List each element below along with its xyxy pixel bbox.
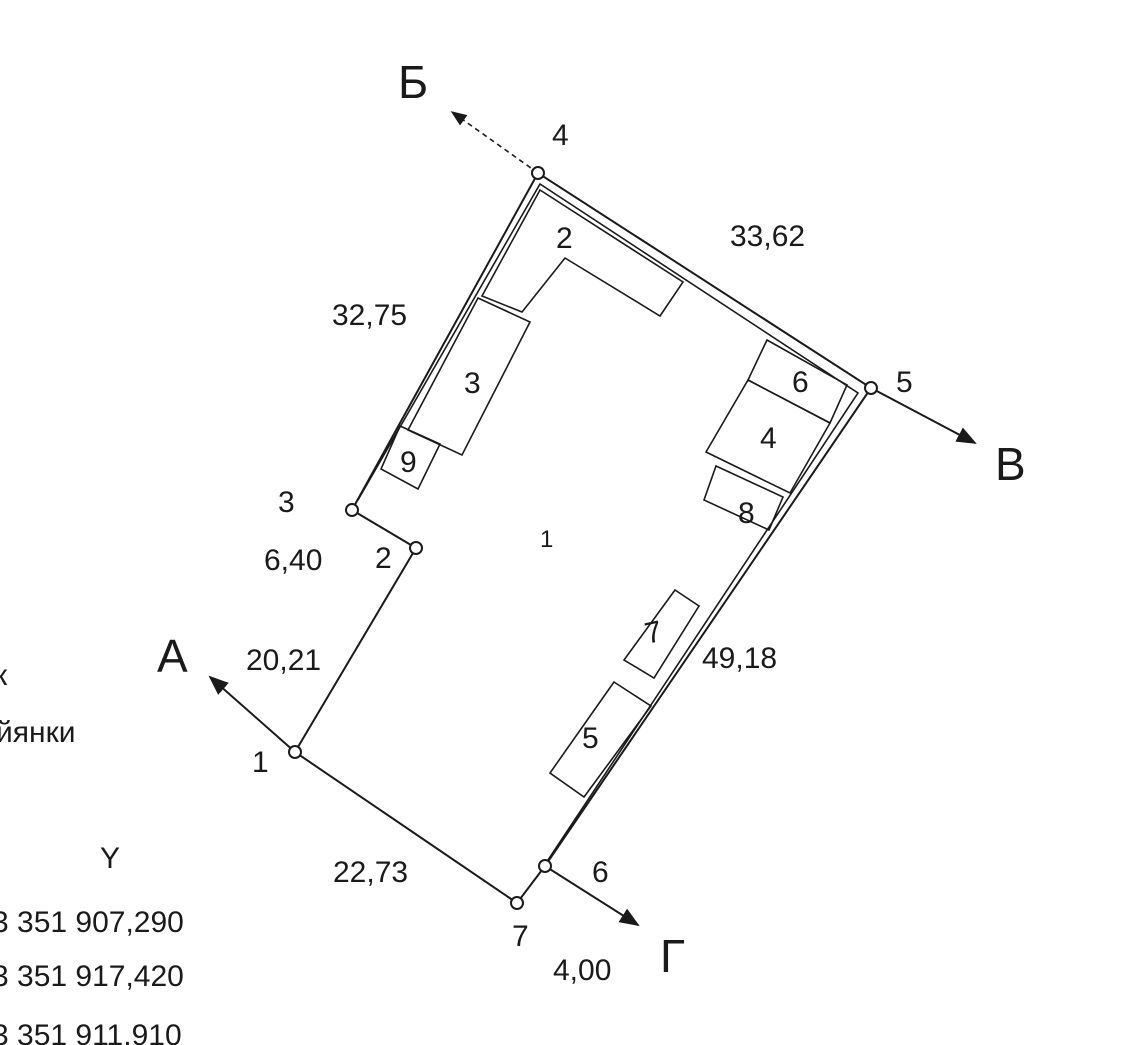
building-label-9: 9 [400, 446, 417, 479]
arrow-g [544, 865, 640, 927]
vertex-label-2: 2 [375, 542, 392, 575]
building-label-7: 7 [642, 615, 665, 651]
building-3 [406, 296, 532, 457]
fence-inner-line [357, 182, 860, 861]
vertex-label-3: 3 [278, 486, 295, 519]
vertex-point-5 [864, 381, 878, 395]
side-length-3-4: 32,75 [332, 299, 407, 332]
side-length-7-1: 22,73 [333, 856, 408, 889]
vertex-label-7: 7 [512, 920, 529, 953]
parcel-boundary [293, 171, 873, 905]
direction-label-b: Б [398, 56, 428, 108]
vertex-point-1 [288, 745, 302, 759]
building-2 [480, 188, 685, 318]
arrow-a [208, 675, 296, 753]
side-length-1-2: 20,21 [246, 644, 321, 677]
side-length-4-5: 33,62 [730, 220, 805, 253]
building-8 [703, 464, 785, 532]
coord-table-header-y: Y [100, 842, 120, 875]
coord-table-row-1: 3 351 907,290 [0, 906, 184, 939]
building-label-5: 5 [582, 722, 599, 755]
building-label-6: 6 [792, 366, 809, 399]
building-label-1: 1 [540, 526, 553, 553]
direction-label-v: В [995, 438, 1026, 490]
direction-label-g: Г [660, 930, 685, 982]
legend-fragment-line2: йянки [0, 716, 75, 749]
coord-table-row-3: 3 351 911,910 [0, 1019, 182, 1045]
arrow-b [450, 111, 539, 174]
building-9 [379, 424, 442, 491]
building-label-2: 2 [556, 222, 573, 255]
vertex-point-3 [345, 503, 359, 517]
building-4 [704, 378, 832, 495]
side-length-2-3: 6,40 [264, 544, 322, 577]
vertex-label-6: 6 [592, 856, 609, 889]
side-length-5-6: 49,18 [702, 642, 777, 675]
direction-label-a: А [157, 630, 188, 682]
coord-table-row-2: 3 351 917,420 [0, 960, 184, 993]
vertex-label-5: 5 [896, 366, 913, 399]
legend-fragment-line1: к [0, 659, 8, 692]
vertex-point-4 [531, 166, 545, 180]
vertex-point-6 [538, 859, 552, 873]
side-length-6-7: 4,00 [553, 954, 611, 987]
arrow-v [870, 387, 977, 444]
building-label-4: 4 [760, 422, 777, 455]
vertex-point-2 [409, 541, 423, 555]
vertex-point-7 [510, 896, 524, 910]
building-7 [622, 588, 701, 680]
building-5 [548, 680, 653, 799]
vertex-label-1: 1 [252, 746, 269, 779]
vertex-label-4: 4 [552, 119, 569, 152]
building-label-8: 8 [738, 497, 755, 530]
building-label-3: 3 [464, 367, 481, 400]
